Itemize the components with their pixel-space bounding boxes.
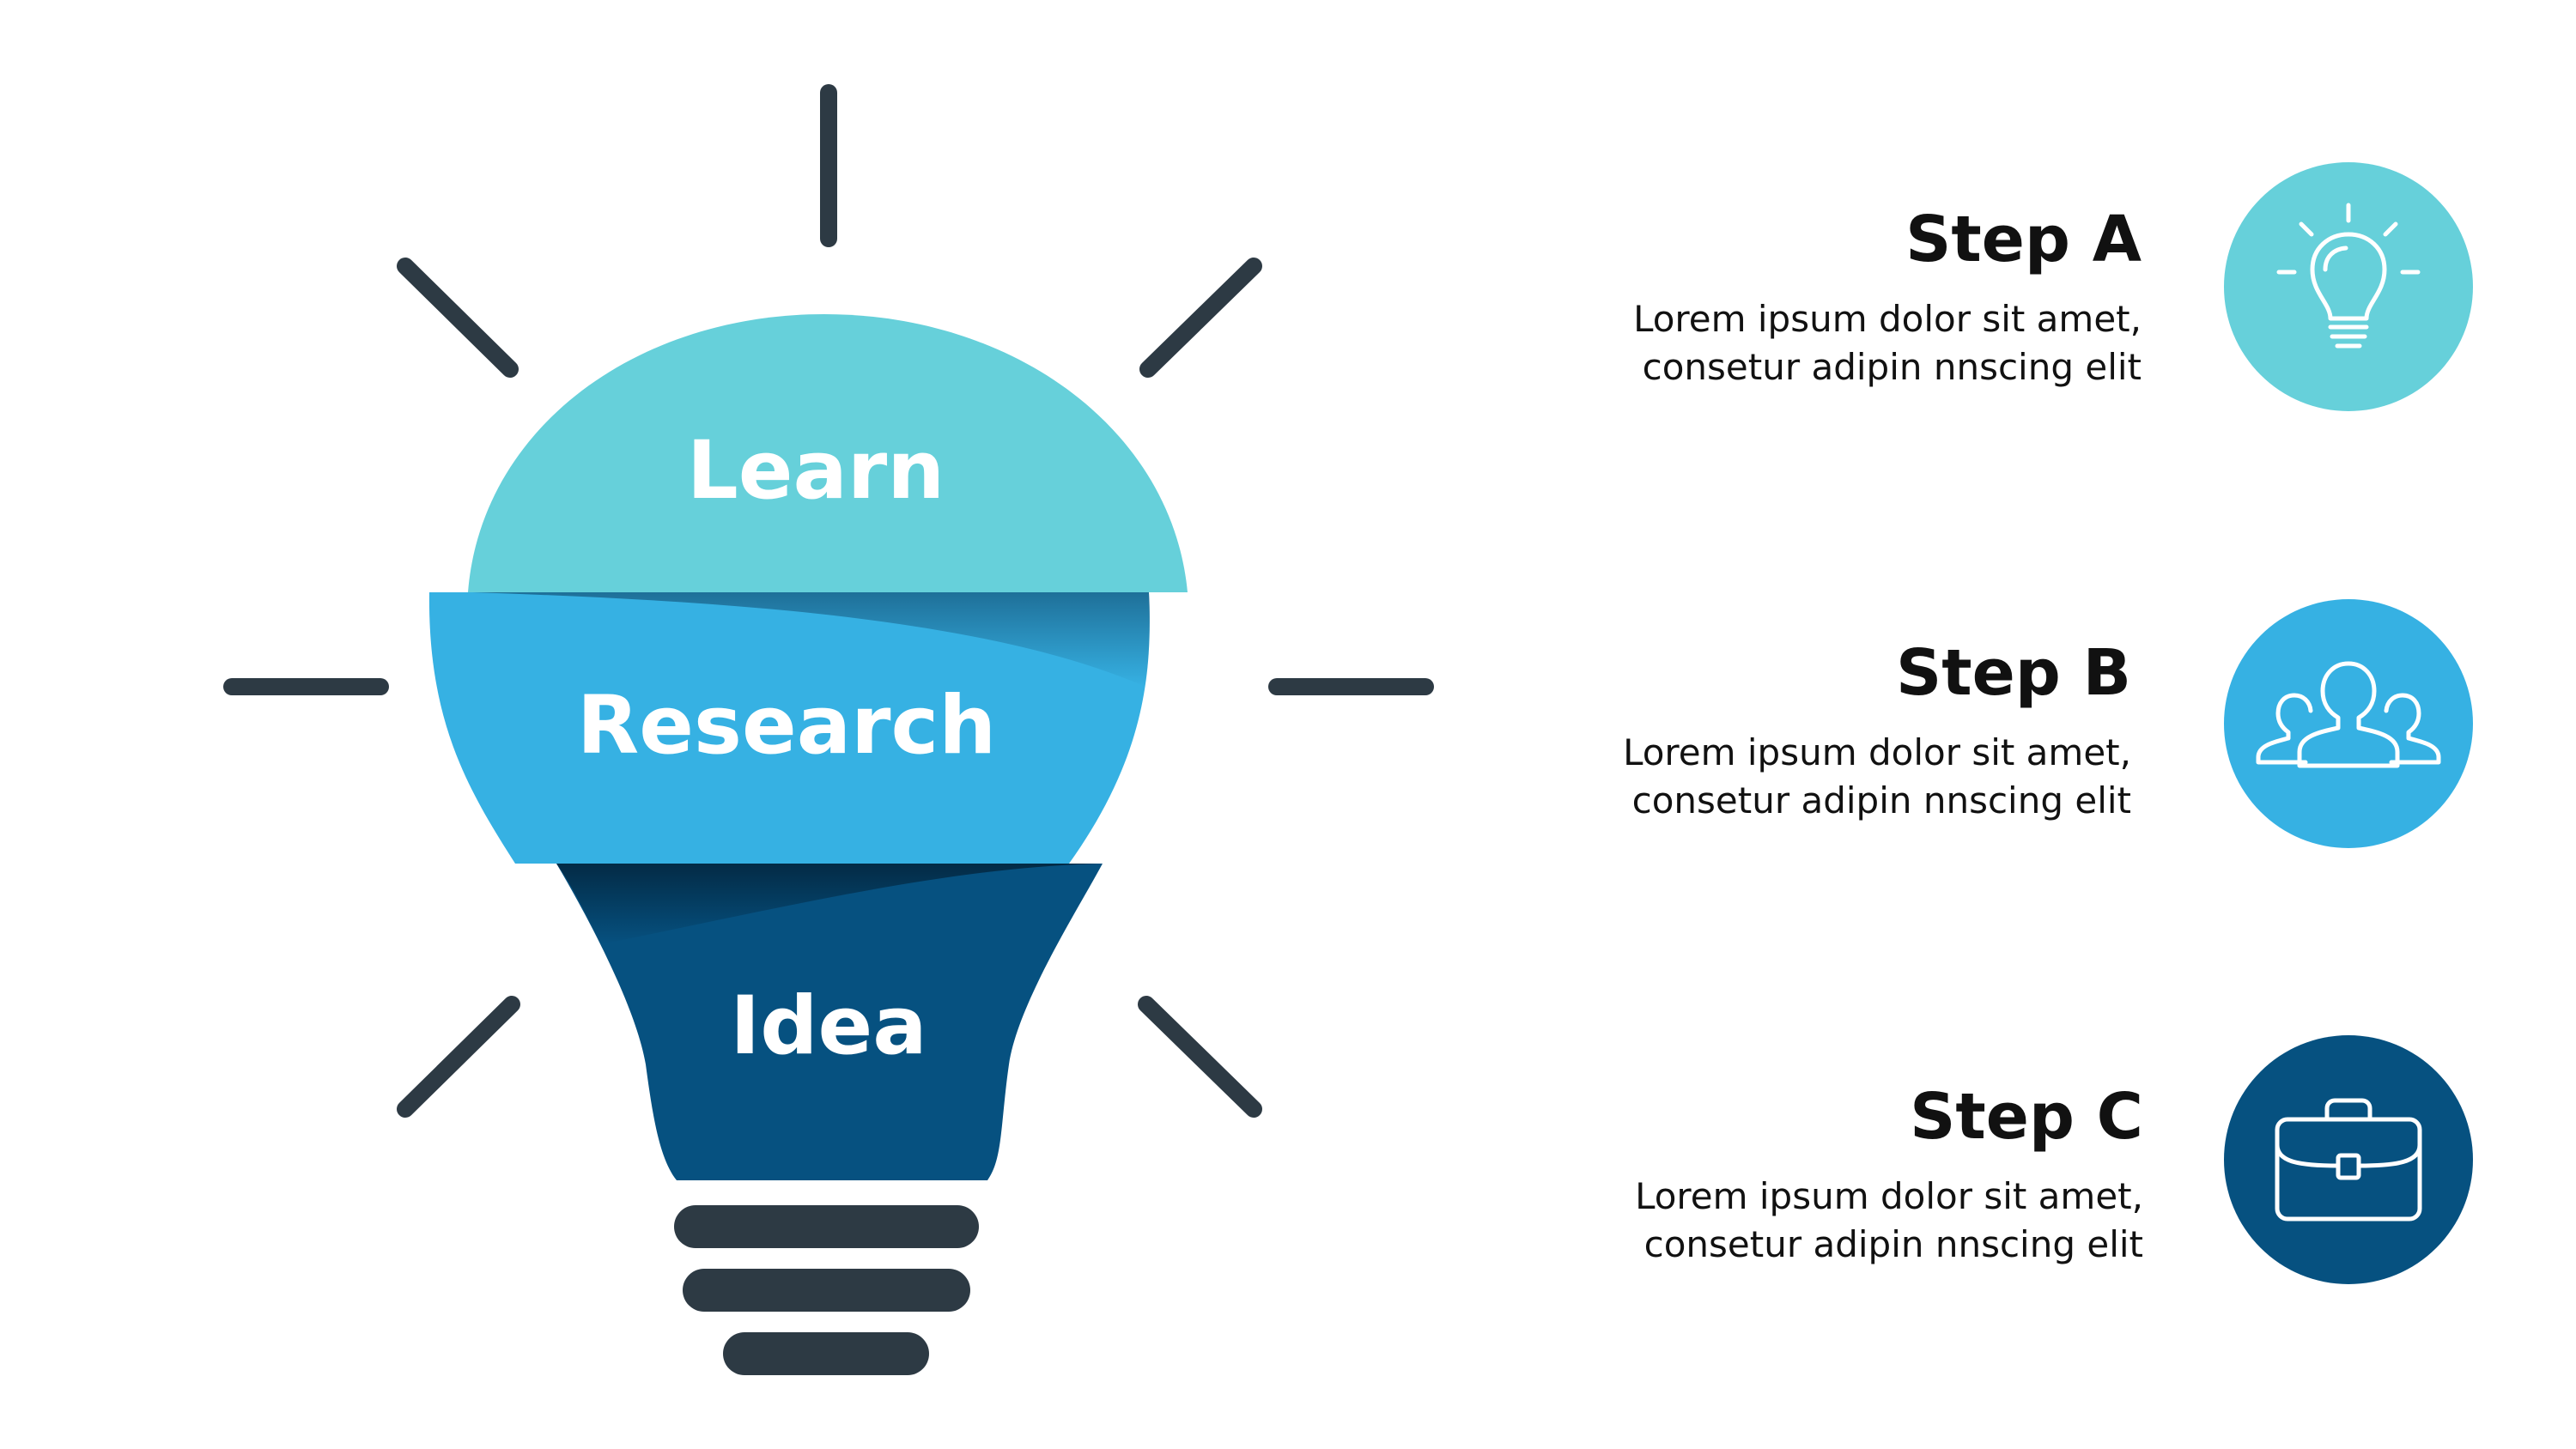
briefcase-icon — [2275, 1098, 2422, 1222]
step-a-circle — [2224, 162, 2473, 411]
light-rays — [223, 84, 1434, 1118]
idea-shadow — [556, 864, 1103, 944]
ray-bottom-right — [1138, 996, 1262, 1118]
step-c-line-2: consetur adipin nnscing elit — [1643, 1223, 2143, 1265]
learn-segment — [468, 314, 1188, 592]
idea-segment — [556, 864, 1103, 1180]
bulb-base — [674, 1205, 979, 1375]
step-b-title: Step B — [1896, 636, 2131, 710]
step-a-title: Step A — [1905, 203, 2142, 276]
step-b-text: Step B Lorem ipsum dolor sit amet, conse… — [1273, 641, 2131, 825]
idea-label: Idea — [730, 979, 927, 1073]
base-thread-3 — [723, 1332, 929, 1375]
learn-label: Learn — [687, 424, 945, 518]
research-shadow — [472, 592, 1150, 687]
step-a-line-2: consetur adipin nnscing elit — [1642, 346, 2142, 388]
step-c-title: Step C — [1910, 1080, 2143, 1154]
lightbulb-diagram: Learn Research Idea — [223, 84, 1434, 1375]
base-thread-1 — [674, 1205, 979, 1248]
people-group-icon — [2256, 661, 2441, 768]
step-c-text: Step C Lorem ipsum dolor sit amet, conse… — [1285, 1085, 2143, 1269]
lightbulb-icon — [2276, 203, 2421, 349]
step-c-circle — [2224, 1035, 2473, 1284]
base-thread-2 — [683, 1269, 970, 1312]
research-label: Research — [577, 679, 996, 773]
research-segment — [428, 592, 1150, 864]
step-c-line-1: Lorem ipsum dolor sit amet, — [1635, 1175, 2143, 1217]
step-b-line-1: Lorem ipsum dolor sit amet, — [1623, 731, 2131, 773]
ray-bottom-left — [397, 996, 520, 1118]
step-a-line-1: Lorem ipsum dolor sit amet, — [1633, 298, 2142, 340]
step-a-text: Step A Lorem ipsum dolor sit amet, conse… — [1283, 208, 2142, 391]
ray-top-right — [1139, 258, 1262, 378]
step-b-circle — [2224, 599, 2473, 848]
ray-top-left — [397, 258, 519, 378]
step-b-line-2: consetur adipin nnscing elit — [1631, 779, 2131, 822]
